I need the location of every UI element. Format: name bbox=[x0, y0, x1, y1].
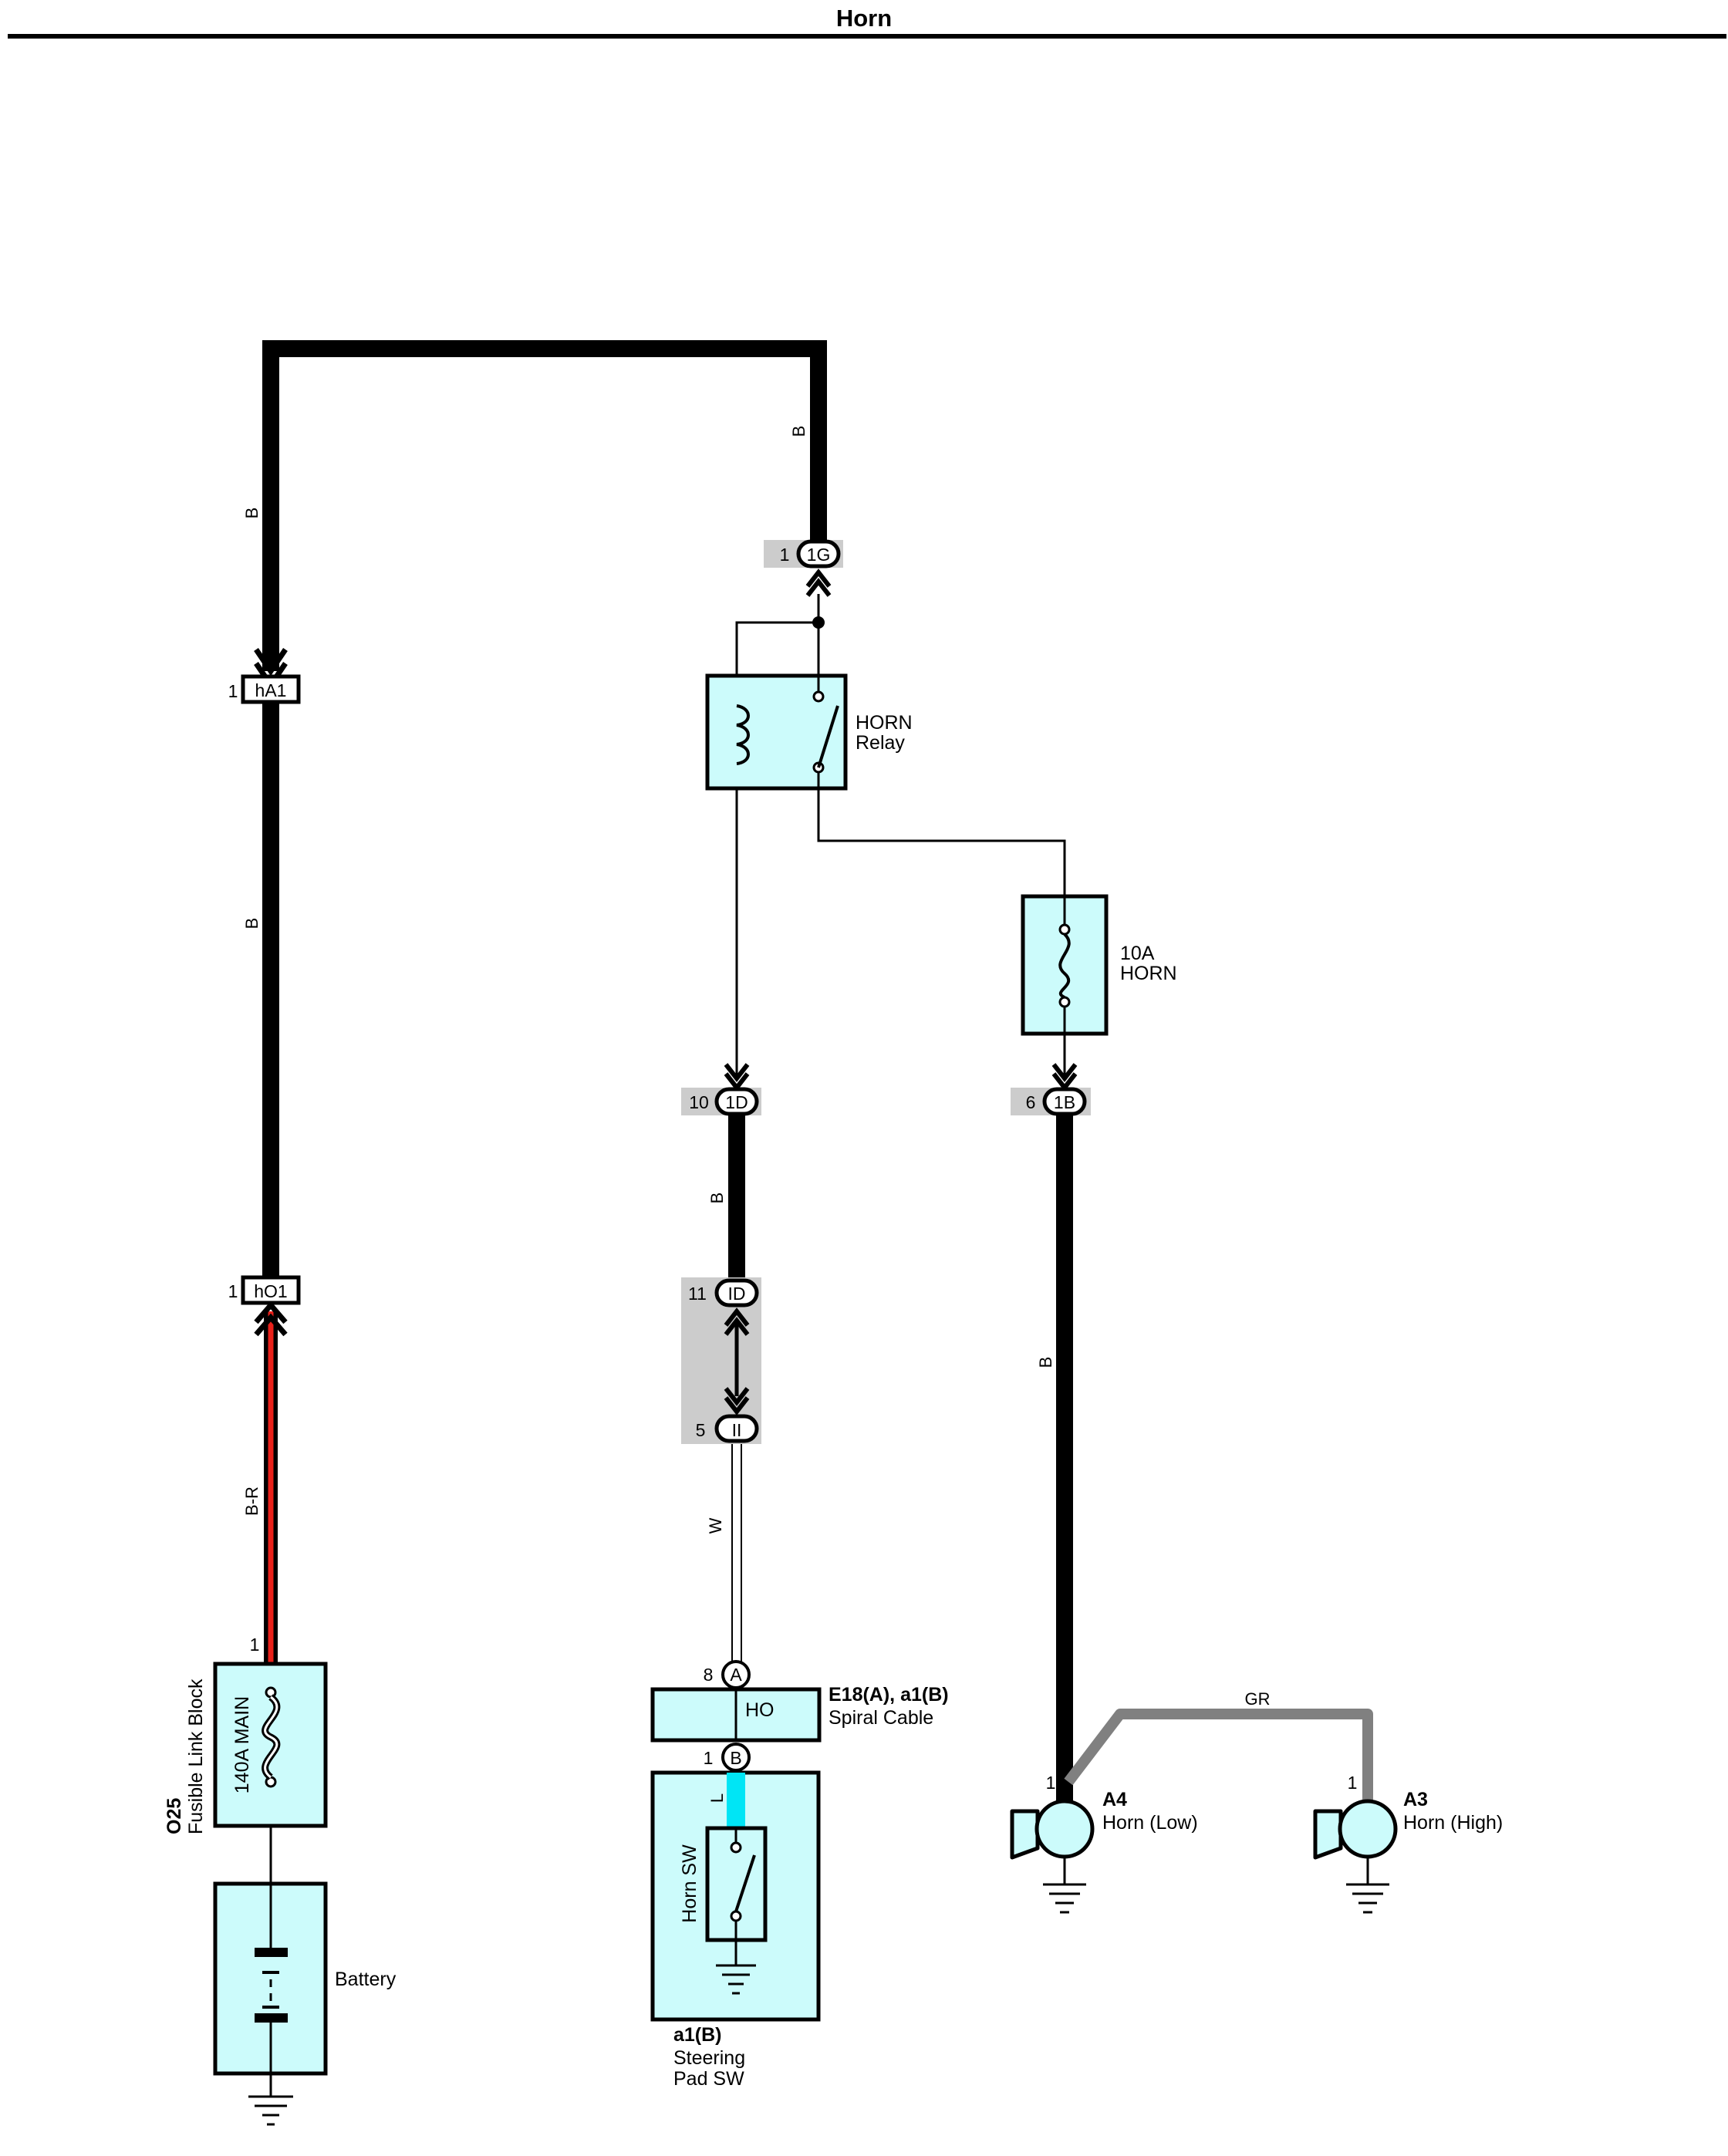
connector-ii-code: II bbox=[732, 1420, 742, 1440]
fusible-name: Fusible Link Block bbox=[185, 1679, 207, 1834]
steering-name1: Steering bbox=[673, 2047, 745, 2069]
wire-label-b-left-mid: B bbox=[242, 918, 262, 930]
wire-label-b-center: B bbox=[707, 1193, 727, 1204]
title-rule bbox=[8, 34, 1726, 39]
fusible-rating: 140A MAIN bbox=[231, 1696, 253, 1793]
connector-ho1-code: hO1 bbox=[254, 1281, 287, 1301]
fuse-label-line2: HORN bbox=[1120, 963, 1177, 984]
wire-b-top-loop bbox=[262, 340, 827, 671]
fuse-10a-horn bbox=[1021, 894, 1109, 1036]
spiral-code: E18(A), a1(B) bbox=[829, 1684, 949, 1706]
connector-spiral-b-code: B bbox=[730, 1748, 741, 1768]
connector-spiral-a-pin: 8 bbox=[704, 1665, 714, 1685]
wire-label-b-left-top: B bbox=[242, 508, 262, 519]
connector-1b: 6 1B bbox=[1011, 1087, 1091, 1116]
connector-ii-pin: 5 bbox=[696, 1420, 706, 1440]
connector-ha1-pin: 1 bbox=[228, 681, 238, 701]
relay-label-line1: HORN bbox=[856, 712, 913, 734]
horn-low: 1 bbox=[1010, 1773, 1095, 1914]
connector-ho1-pin: 1 bbox=[228, 1281, 238, 1301]
arrow-ho1 bbox=[254, 1301, 288, 1337]
connector-1g-pin: 1 bbox=[780, 545, 790, 565]
connector-1d: 10 1D bbox=[681, 1087, 761, 1116]
spiral-name: Spiral Cable bbox=[829, 1707, 933, 1729]
horn-relay bbox=[705, 673, 848, 791]
horn-sw-label: Horn SW bbox=[679, 1844, 700, 1923]
relay-label-line2: Relay bbox=[856, 732, 905, 754]
connector-spiral-a-code: A bbox=[730, 1665, 742, 1685]
spiral-inner-label: HO bbox=[745, 1699, 775, 1721]
connector-1d-code: 1D bbox=[725, 1092, 748, 1112]
wire-gr bbox=[1064, 1709, 1373, 1802]
fusible-code: O25 bbox=[164, 1798, 185, 1834]
wire-relay-to-fuse bbox=[817, 788, 1066, 896]
fusible-pin: 1 bbox=[250, 1635, 260, 1655]
horn-low-code: A4 bbox=[1102, 1789, 1127, 1810]
connector-id: 11 ID bbox=[688, 1278, 759, 1307]
wire-label-br: B-R bbox=[242, 1486, 262, 1516]
connector-1b-code: 1B bbox=[1054, 1092, 1075, 1112]
steering-name2: Pad SW bbox=[673, 2068, 744, 2090]
wire-label-b-relay-top: B bbox=[789, 426, 808, 437]
arrow-id-ii bbox=[724, 1307, 750, 1415]
arrow-1g bbox=[805, 569, 832, 597]
wire-label-w: W bbox=[706, 1517, 725, 1533]
connector-ii: 5 II bbox=[696, 1414, 759, 1443]
ground-icon bbox=[248, 2095, 293, 2126]
connector-1g: 1 1G bbox=[764, 539, 843, 569]
page-title: Horn bbox=[835, 5, 893, 32]
connector-1d-pin: 10 bbox=[689, 1092, 709, 1112]
connector-spiral-b: 1 B bbox=[704, 1743, 751, 1772]
connector-1g-code: 1G bbox=[807, 545, 831, 565]
wire-relay-feed bbox=[735, 594, 820, 1080]
horn-high-name: Horn (High) bbox=[1403, 1812, 1503, 1834]
steering-pad-switch bbox=[650, 1770, 821, 2022]
connector-ha1: 1 hA1 bbox=[228, 674, 301, 704]
fuse-label-line1: 10A bbox=[1120, 943, 1155, 964]
connector-ho1: 1 hO1 bbox=[228, 1275, 301, 1305]
horn-high: 1 bbox=[1313, 1773, 1398, 1914]
connector-id-code: ID bbox=[728, 1284, 746, 1304]
horn-low-pin: 1 bbox=[1046, 1773, 1056, 1793]
connector-1b-pin: 6 bbox=[1026, 1092, 1036, 1112]
horn-high-code: A3 bbox=[1403, 1789, 1428, 1810]
connector-ha1-code: hA1 bbox=[255, 680, 287, 700]
battery-label: Battery bbox=[335, 1969, 397, 1990]
horn-low-name: Horn (Low) bbox=[1102, 1812, 1198, 1834]
horn-high-pin: 1 bbox=[1348, 1773, 1358, 1793]
steering-code: a1(B) bbox=[673, 2024, 722, 2046]
connector-id-pin: 11 bbox=[688, 1284, 707, 1304]
wire-label-l: L bbox=[707, 1793, 727, 1803]
connector-spiral-a: 8 A bbox=[704, 1660, 751, 1689]
battery bbox=[213, 1881, 328, 2076]
connector-spiral-b-pin: 1 bbox=[704, 1748, 714, 1768]
spiral-cable: HO bbox=[650, 1687, 822, 1743]
fusible-link-block: 1 140A MAIN bbox=[213, 1635, 328, 1828]
wire-label-gr: GR bbox=[1245, 1689, 1271, 1709]
wire-label-b-right: B bbox=[1036, 1357, 1055, 1368]
